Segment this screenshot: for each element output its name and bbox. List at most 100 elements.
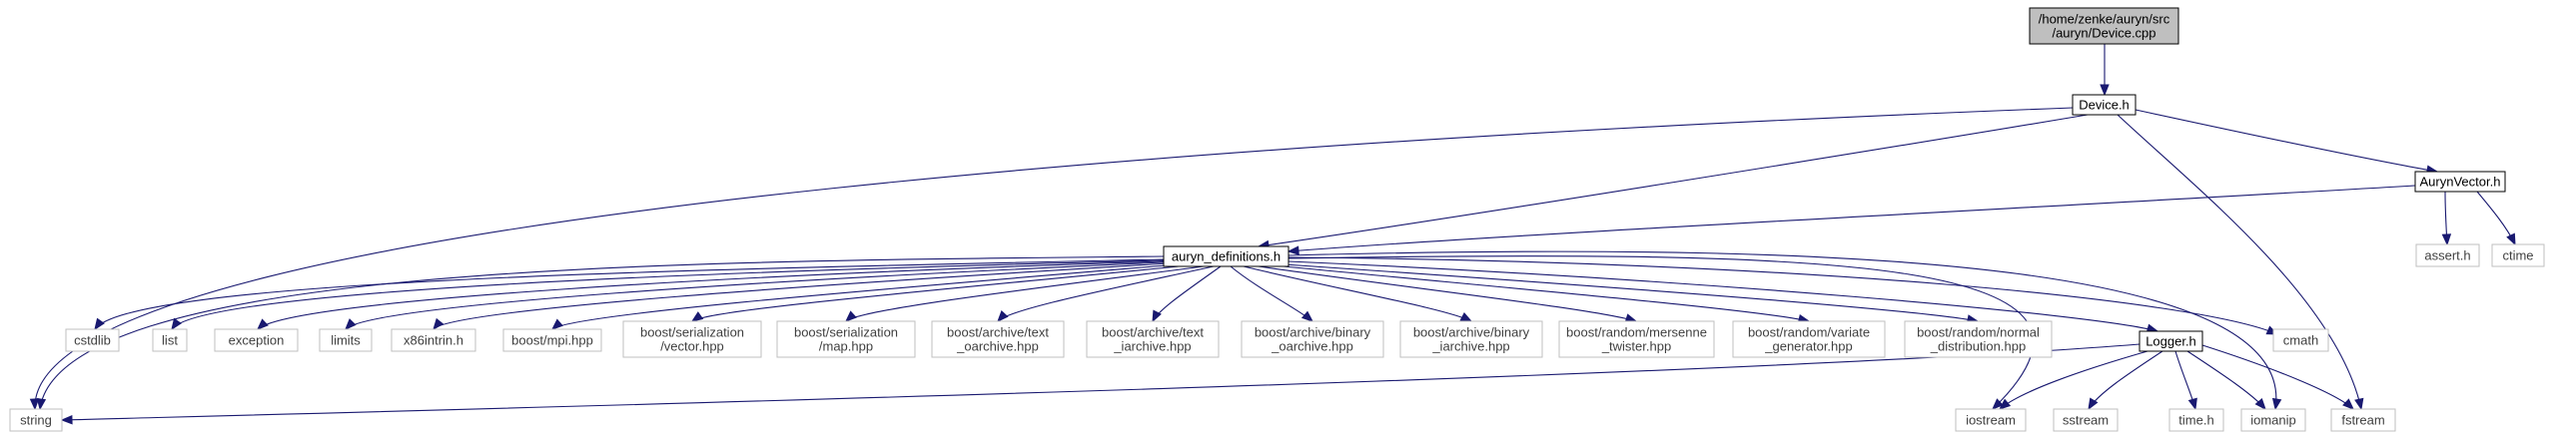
edge-line (2186, 350, 2266, 410)
node-label: cstdlib (74, 333, 111, 348)
edge-line (551, 263, 1180, 330)
edge-line (997, 265, 1215, 322)
node-box (2053, 408, 2119, 432)
node-label: iostream (1966, 413, 2016, 428)
node-label: /home/zenke/auryn/src (2039, 12, 2170, 27)
node-logger-h[interactable]: Logger.h (2139, 330, 2203, 352)
node-boost-text-iarchive: boost/archive/text_iarchive.hpp (1086, 320, 1220, 358)
node-label: ctime (2502, 248, 2533, 263)
edge-arrowhead (2441, 233, 2452, 246)
node-box (2139, 330, 2203, 352)
node-boost-variate: boost/random/variate_generator.hpp (1732, 320, 1886, 358)
edge-auryn_definitions_h-to-boost_binary_oarchive (1230, 265, 1314, 322)
node-boost-mpi: boost/mpi.hpp (502, 328, 602, 352)
edge-device_h-to-aurynvector_h (2135, 109, 2439, 175)
node-label: cmath (2283, 333, 2318, 348)
node-box (622, 320, 762, 358)
node-box (9, 408, 63, 432)
node-box (2240, 408, 2306, 432)
edge-auryn_definitions_h-to-limits (345, 261, 1165, 330)
node-limits: limits (319, 328, 373, 352)
node-label: auryn_definitions.h (1172, 249, 1281, 264)
edge-arrowhead (94, 317, 105, 331)
node-box (2072, 94, 2137, 116)
edge-logger_h-to-time_h (2174, 350, 2197, 411)
edge-line (2117, 114, 2362, 410)
edge-line (1152, 265, 1222, 322)
node-label: Device.h (2079, 98, 2130, 113)
node-box (1732, 320, 1886, 358)
node-boost-mersenne: boost/random/mersenne_twister.hpp (1558, 320, 1715, 358)
edge-aurynvector_h-to-auryn_definitions_h (1287, 185, 2416, 255)
edge-device_cpp-to-device_h (2100, 44, 2110, 97)
edge-logger_h-to-fstream (2201, 344, 2354, 410)
node-device-h[interactable]: Device.h (2072, 94, 2137, 116)
edge-line (1288, 250, 2277, 410)
edges-layer (29, 44, 2516, 425)
node-boost-ser-vector: boost/serialization/vector.hpp (622, 320, 762, 358)
node-box (776, 320, 916, 358)
node-box (1086, 320, 1220, 358)
node-label: string (20, 413, 52, 428)
node-label: assert.h (2424, 248, 2470, 263)
node-boost-ser-map: boost/serialization/map.hpp (776, 320, 916, 358)
nodes-layer: /home/zenke/auryn/src/auryn/Device.cppDe… (9, 7, 2545, 432)
node-cstdlib: cstdlib (65, 328, 120, 352)
edge-line (1999, 350, 2148, 410)
edge-arrowhead (29, 398, 40, 411)
edge-line (1258, 265, 1637, 322)
edge-line (171, 259, 1165, 330)
node-label: _twister.hpp (1601, 339, 1671, 354)
edge-auryn_definitions_h-to-exception (257, 260, 1165, 330)
node-ctime: ctime (2491, 243, 2545, 267)
edge-arrowhead (690, 311, 704, 322)
node-sstream: sstream (2053, 408, 2119, 432)
edge-arrowhead (1992, 398, 2004, 410)
node-iomanip: iomanip (2240, 408, 2306, 432)
node-label: _oarchive.hpp (956, 339, 1039, 354)
node-label: boost/serialization (640, 325, 744, 340)
edge-logger_h-to-sstream (2088, 350, 2163, 411)
node-box (2168, 408, 2224, 432)
edge-arrowhead (845, 310, 857, 322)
node-box (2414, 171, 2506, 193)
edge-logger_h-to-iostream (1998, 350, 2148, 410)
node-string: string (9, 408, 63, 432)
node-label: Logger.h (2146, 334, 2196, 349)
edge-arrowhead (550, 318, 564, 330)
edge-arrowhead (171, 317, 182, 331)
node-label: _oarchive.hpp (1271, 339, 1353, 354)
edge-arrowhead (1300, 310, 1314, 322)
node-boost-binary-oarchive: boost/archive/binary_oarchive.hpp (1241, 320, 1384, 358)
edge-line (691, 264, 1190, 322)
edge-arrowhead (36, 397, 47, 411)
edge-line (845, 265, 1205, 322)
edge-line (1288, 260, 2158, 332)
node-box (1904, 320, 2053, 358)
node-label: _distribution.hpp (1930, 339, 2026, 354)
node-aurynvector-h[interactable]: AurynVector.h (2414, 171, 2506, 193)
node-cmath: cmath (2272, 328, 2329, 352)
edge-line (257, 260, 1165, 330)
edge-line (1288, 185, 2416, 252)
edge-line (1283, 263, 1979, 322)
edge-line (39, 255, 1165, 410)
edge-arrowhead (2088, 397, 2099, 411)
node-box (2491, 243, 2545, 267)
node-auryn-definitions-h[interactable]: auryn_definitions.h (1163, 245, 1289, 267)
edge-logger_h-to-iomanip (2186, 350, 2266, 411)
node-iostream: iostream (1955, 408, 2027, 432)
edge-arrowhead (2271, 397, 2282, 411)
node-label: boost/serialization (794, 325, 898, 340)
node-device-cpp[interactable]: /home/zenke/auryn/src/auryn/Device.cpp (2029, 7, 2179, 45)
edge-auryn_definitions_h-to-boost_mpi (550, 263, 1180, 330)
edge-auryn_definitions_h-to-boost_ser_map (845, 265, 1205, 322)
node-box (319, 328, 373, 352)
edge-auryn_definitions_h-to-boost_ser_vector (690, 264, 1190, 322)
edge-auryn_definitions_h-to-boost_mersenne (1258, 265, 1638, 323)
node-label: time.h (2178, 413, 2213, 428)
node-list: list (152, 328, 188, 352)
edge-auryn_definitions_h-to-boost_text_oarchive (997, 265, 1215, 322)
edge-auryn_definitions_h-to-boost_binary_iarchive (1243, 265, 1473, 322)
node-box (2330, 408, 2396, 432)
